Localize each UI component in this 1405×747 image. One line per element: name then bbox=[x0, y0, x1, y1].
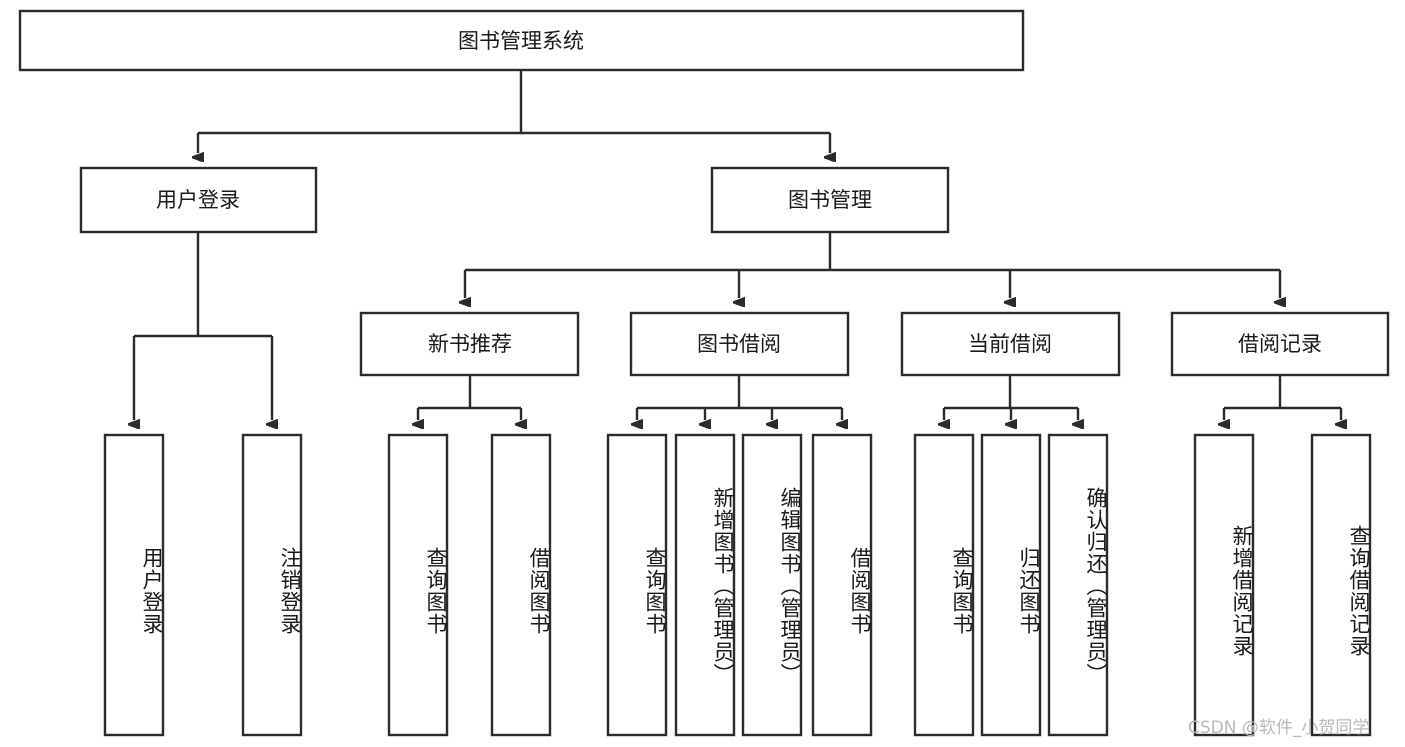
node-new-book-recommend-box[interactable] bbox=[359, 311, 580, 377]
leaf-box-current-borrow-1[interactable] bbox=[913, 433, 975, 737]
node-root-box[interactable] bbox=[18, 9, 1025, 72]
node-new-book-recommend-label: 新书推荐 bbox=[428, 332, 512, 356]
leaf-box-borrow-record-2[interactable] bbox=[1310, 433, 1372, 737]
node-current-borrow-box[interactable] bbox=[900, 311, 1121, 377]
node-book-borrow-box[interactable] bbox=[629, 311, 850, 377]
node-user-login-label: 用户登录 bbox=[156, 188, 240, 212]
leaf-box-book-borrow-3[interactable] bbox=[741, 433, 803, 737]
node-book-manage-box[interactable] bbox=[710, 166, 950, 234]
leaf-box-current-borrow-2[interactable] bbox=[980, 433, 1042, 737]
leaf-box-user-login-2[interactable] bbox=[241, 433, 303, 737]
leaf-box-new-book-1[interactable] bbox=[387, 433, 449, 737]
leaf-box-current-borrow-3[interactable] bbox=[1047, 433, 1109, 737]
csdn-watermark: CSDN @软件_小贺同学 bbox=[1188, 718, 1370, 738]
leaf-box-book-borrow-2[interactable] bbox=[674, 433, 736, 737]
node-borrow-record-label: 借阅记录 bbox=[1238, 332, 1322, 356]
leaf-box-borrow-record-1[interactable] bbox=[1193, 433, 1255, 737]
node-book-manage-label: 图书管理 bbox=[788, 188, 872, 212]
node-book-borrow-label: 图书借阅 bbox=[697, 332, 781, 356]
node-root-label: 图书管理系统 bbox=[458, 29, 584, 53]
node-box-group bbox=[18, 9, 1390, 737]
leaf-box-new-book-2[interactable] bbox=[490, 433, 552, 737]
leaf-box-book-borrow-4[interactable] bbox=[811, 433, 873, 737]
node-user-login-box[interactable] bbox=[79, 166, 318, 234]
node-current-borrow-label: 当前借阅 bbox=[968, 332, 1052, 356]
node-label-group: 图书管理系统 用户登录 图书管理 新书推荐 图书借阅 当前借阅 借阅记录 bbox=[156, 29, 1322, 356]
connector-group bbox=[134, 70, 1341, 420]
node-borrow-record-box[interactable] bbox=[1170, 311, 1390, 377]
leaf-box-user-login-1[interactable] bbox=[103, 433, 165, 737]
leaf-box-book-borrow-1[interactable] bbox=[606, 433, 668, 737]
